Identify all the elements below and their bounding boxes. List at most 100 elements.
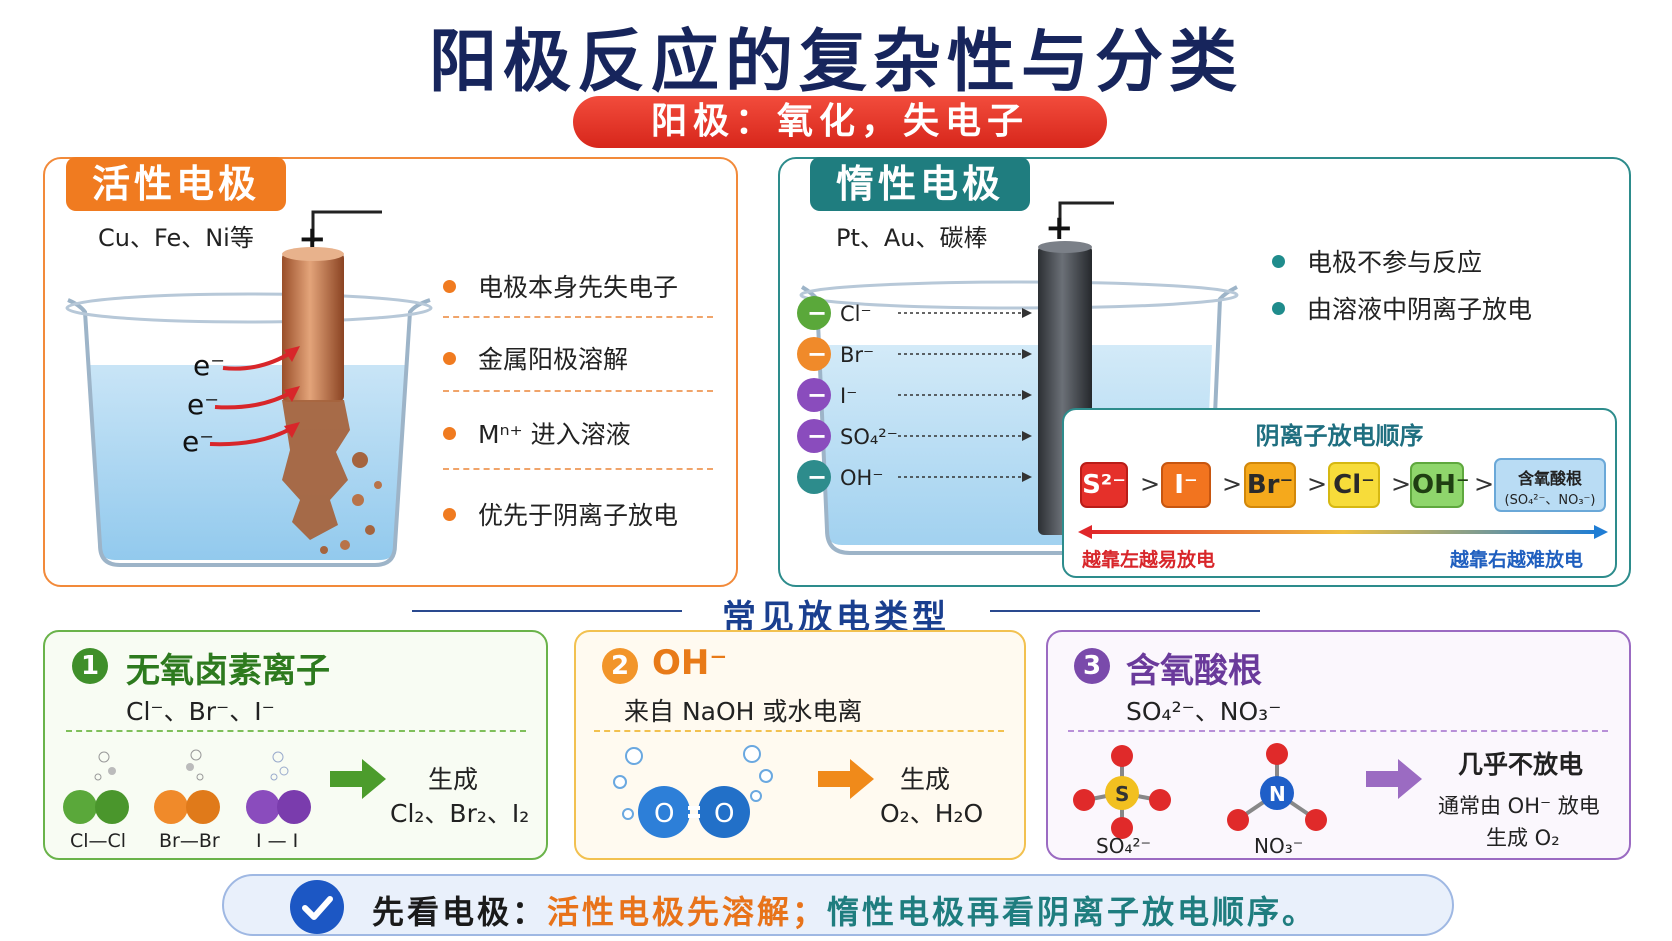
anion-row: −SO₄²⁻	[797, 419, 1032, 453]
bullet-dot-icon	[443, 426, 456, 440]
greater-than: >	[1140, 470, 1161, 498]
divider	[443, 316, 713, 318]
order-chip-s2: S²⁻	[1080, 462, 1128, 508]
result-note: 通常由 OH⁻ 放电	[1438, 794, 1600, 818]
hard-discharge-note: 越靠右越难放电	[1450, 549, 1584, 571]
minus-sign: −	[807, 463, 827, 491]
bullet-dot-icon	[443, 351, 456, 365]
arrow-right-icon	[818, 759, 874, 799]
active-bullet: 电极本身先失电子	[443, 268, 713, 304]
active-beaker-illustration: + e⁻ e⁻ e⁻	[65, 210, 433, 567]
active-electrode-tab: 活性电极	[66, 157, 287, 211]
card-oxyacid	[1046, 630, 1631, 860]
anion-ball	[797, 460, 831, 494]
arrow-right-icon	[1366, 759, 1422, 799]
card-number: 1	[72, 648, 108, 684]
arrowhead-icon	[1022, 349, 1032, 359]
inert-electrode-examples: Pt、Au、碳棒	[836, 224, 988, 252]
result-products: Cl₂、Br₂、I₂	[390, 799, 530, 828]
card-number: 3	[1074, 648, 1110, 684]
copper-electrode	[282, 252, 344, 402]
bullet-dot-icon	[443, 279, 456, 293]
summary-bar	[222, 874, 1454, 936]
anion-label: OH⁻	[840, 466, 883, 490]
divider	[1068, 730, 1608, 732]
electron-label: e⁻	[193, 349, 225, 382]
anion-row: −Cl⁻	[797, 296, 1032, 330]
oxygen-molecule: O O	[613, 745, 773, 838]
active-bullet: 优先于阴离子放电	[443, 496, 713, 532]
order-chip-br: Br⁻	[1244, 462, 1296, 508]
card-subtitle: SO₄²⁻、NO₃⁻	[1126, 697, 1282, 726]
molecule-label: NO₃⁻	[1254, 834, 1303, 858]
beaker	[67, 298, 431, 567]
result-label: 生成	[428, 765, 479, 794]
electron-label: e⁻	[182, 425, 214, 458]
inert-electrode-tab: 惰性电极	[810, 157, 1031, 211]
check-icon	[290, 880, 344, 934]
divider	[443, 390, 713, 392]
atom-label: N	[1269, 782, 1286, 806]
order-chip-cl: Cl⁻	[1328, 462, 1380, 508]
anion-label: SO₄²⁻	[840, 425, 898, 449]
anion-label: I⁻	[840, 384, 857, 408]
arrowhead-icon	[1022, 431, 1032, 441]
divider	[66, 730, 526, 732]
greater-than: >	[1307, 470, 1328, 498]
bullet-dot-icon	[1272, 301, 1285, 315]
anion-row: −Br⁻	[797, 337, 1032, 371]
divider	[443, 468, 713, 470]
minus-sign: −	[807, 299, 827, 327]
inert-bullet: 由溶液中阴离子放电	[1272, 290, 1602, 326]
card-heading: OH⁻	[652, 643, 728, 683]
molecule-label: SO₄²⁻	[1096, 834, 1151, 858]
difficulty-arrow	[1078, 525, 1608, 539]
page-title: 阳极反应的复杂性与分类	[428, 23, 1243, 102]
order-chip-oxyacid: 含氧酸根 (SO₄²⁻、NO₃⁻)	[1494, 458, 1606, 512]
anion-ball	[797, 337, 831, 371]
anion-label: Cl⁻	[840, 302, 872, 326]
minus-sign: −	[807, 340, 827, 368]
order-chip-i: I⁻	[1161, 462, 1211, 508]
arrowhead-icon	[1022, 472, 1032, 482]
card-heading: 含氧酸根	[1126, 651, 1262, 691]
electron-label: e⁻	[187, 388, 219, 421]
result-label: 几乎不放电	[1458, 750, 1584, 779]
easy-discharge-note: 越靠左越易放电	[1082, 549, 1216, 571]
result-note: 生成 O₂	[1486, 826, 1560, 850]
anion-ball	[797, 419, 831, 453]
electron-arrow	[222, 350, 294, 371]
summary-text: 先看电极：活性电极先溶解；惰性电极再看阴离子放电顺序。	[372, 893, 1318, 931]
molecule-label: Cl—Cl	[70, 830, 126, 852]
bullet-dot-icon	[443, 507, 456, 521]
result-products: O₂、H₂O	[880, 799, 984, 828]
arrow-right-icon	[330, 759, 386, 799]
molecule-label: Br—Br	[159, 830, 220, 852]
anion-row: −I⁻	[797, 378, 1032, 412]
anion-row: −OH⁻	[797, 460, 1032, 494]
active-electrode-examples: Cu、Fe、Ni等	[98, 224, 254, 252]
electron-arrow	[209, 426, 293, 447]
result-label: 生成	[900, 765, 951, 794]
subtitle-banner: 阳极：氧化，失电子	[573, 96, 1107, 148]
wire	[1058, 201, 1114, 230]
anion-ball	[797, 296, 831, 330]
section-line-right	[990, 610, 1260, 612]
anion-label: Br⁻	[840, 343, 874, 367]
molecule-label: I — I	[256, 830, 298, 852]
atom-label: O	[714, 799, 734, 829]
greater-than: >	[1222, 470, 1243, 498]
wire	[311, 210, 382, 242]
card-heading: 无氧卤素离子	[126, 651, 330, 691]
greater-than: >	[1391, 470, 1412, 498]
card-number: 2	[602, 648, 638, 684]
bullet-dot-icon	[1272, 254, 1285, 268]
atom-label: S	[1115, 782, 1129, 806]
order-chip-oh: OH⁻	[1410, 462, 1470, 508]
arrowhead-icon	[1022, 390, 1032, 400]
discharge-order-title: 阴离子放电顺序	[1255, 422, 1424, 450]
halogen-molecules: Cl—Cl Br—Br I — I	[63, 749, 311, 852]
section-line-left	[412, 610, 682, 612]
dissolving-electrode	[282, 400, 350, 540]
anion-ball	[797, 378, 831, 412]
